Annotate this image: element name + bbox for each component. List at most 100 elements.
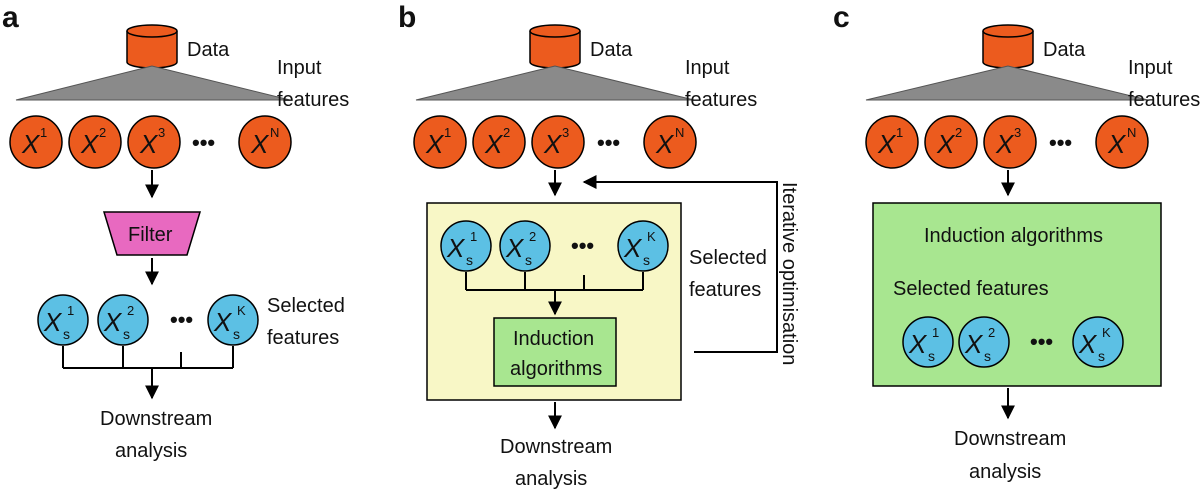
svg-text:s: s <box>63 326 70 342</box>
svg-text:1: 1 <box>896 125 903 140</box>
svg-text:X: X <box>446 233 466 263</box>
svg-text:3: 3 <box>562 125 569 140</box>
svg-text:s: s <box>643 252 650 268</box>
input-features-label-2: features <box>685 89 757 111</box>
ellipsis: ••• <box>1030 329 1053 354</box>
svg-text:s: s <box>233 326 240 342</box>
combine-connector <box>62 346 234 400</box>
induction-label-1: Induction <box>513 328 594 350</box>
input-feature: X N <box>643 115 697 169</box>
selected-features-label-2: features <box>689 279 761 301</box>
combine-connector <box>465 272 644 316</box>
database-icon <box>529 24 581 69</box>
filter-box: Filter <box>102 211 202 256</box>
svg-text:X: X <box>908 329 928 359</box>
selected-feature: X s 2 <box>958 316 1010 368</box>
svg-text:1: 1 <box>40 125 47 140</box>
selected-feature: X s K <box>1072 316 1124 368</box>
fan-out-triangle <box>15 65 291 101</box>
input-feature: X 3 <box>127 115 181 169</box>
ellipsis: ••• <box>170 307 193 332</box>
selected-features-label-1: Selected <box>689 247 767 269</box>
svg-text:2: 2 <box>529 229 536 244</box>
iterative-feedback-arrow <box>582 175 778 353</box>
input-feature: X 1 <box>865 115 919 169</box>
panel-letter-c: c <box>833 1 850 34</box>
svg-text:X: X <box>1107 129 1127 159</box>
selected-features-label: Selected features <box>893 278 1049 300</box>
svg-text:N: N <box>675 125 684 140</box>
svg-text:X: X <box>43 307 63 337</box>
svg-text:X: X <box>543 129 563 159</box>
svg-text:s: s <box>525 252 532 268</box>
svg-text:N: N <box>1127 125 1136 140</box>
fan-out-triangle <box>415 65 695 101</box>
svg-text:s: s <box>466 252 473 268</box>
downstream-label-2: analysis <box>115 440 187 462</box>
svg-text:2: 2 <box>988 325 995 340</box>
selected-feature: X s K <box>207 294 259 346</box>
fan-out-triangle <box>865 65 1149 101</box>
svg-text:X: X <box>484 129 504 159</box>
input-feature: X 1 <box>9 115 63 169</box>
svg-text:2: 2 <box>99 125 106 140</box>
selected-feature: X s K <box>617 220 669 272</box>
downstream-label-1: Downstream <box>100 408 212 430</box>
svg-text:2: 2 <box>503 125 510 140</box>
data-label: Data <box>187 39 230 61</box>
input-feature: X 3 <box>531 115 585 169</box>
induction-label-2: algorithms <box>510 358 602 380</box>
svg-text:X: X <box>505 233 525 263</box>
svg-text:X: X <box>936 129 956 159</box>
induction-label: Induction algorithms <box>924 225 1103 247</box>
selected-feature: X s 2 <box>499 220 551 272</box>
svg-text:X: X <box>655 129 675 159</box>
input-features-label-1: Input <box>1128 57 1173 79</box>
svg-text:2: 2 <box>127 303 134 318</box>
data-label: Data <box>1043 39 1086 61</box>
svg-text:X: X <box>80 129 100 159</box>
filter-label: Filter <box>128 224 173 246</box>
svg-text:X: X <box>425 129 445 159</box>
svg-text:K: K <box>647 229 656 244</box>
input-feature: X N <box>238 115 292 169</box>
input-features-label-2: features <box>1128 89 1200 111</box>
selected-feature: X s 1 <box>902 316 954 368</box>
downstream-label-2: analysis <box>515 468 587 490</box>
svg-text:X: X <box>1078 329 1098 359</box>
svg-text:2: 2 <box>955 125 962 140</box>
selected-feature: X s 1 <box>37 294 89 346</box>
selected-features-label-2: features <box>267 327 339 349</box>
svg-text:X: X <box>623 233 643 263</box>
ellipsis: ••• <box>1049 130 1072 155</box>
svg-text:K: K <box>1102 325 1111 340</box>
panel-letter-b: b <box>398 1 416 34</box>
input-feature: X 1 <box>413 115 467 169</box>
svg-text:1: 1 <box>932 325 939 340</box>
selected-feature: X s 2 <box>97 294 149 346</box>
svg-text:X: X <box>877 129 897 159</box>
iterative-optimisation-label: Iterative optimisation <box>778 182 800 365</box>
input-features-label-1: Input <box>685 57 730 79</box>
panel-b: b Data Input features X 1 X 2 X 3 ••• X … <box>398 1 800 490</box>
svg-text:X: X <box>995 129 1015 159</box>
svg-text:s: s <box>984 348 991 364</box>
panel-letter-a: a <box>2 1 19 34</box>
svg-text:s: s <box>1098 348 1105 364</box>
data-label: Data <box>590 39 633 61</box>
input-features-label-2: features <box>277 89 349 111</box>
svg-text:1: 1 <box>470 229 477 244</box>
panel-a: a Data Input features X 1 X 2 X 3 ••• <box>2 1 349 462</box>
downstream-label-1: Downstream <box>954 428 1066 450</box>
svg-text:3: 3 <box>158 125 165 140</box>
input-feature: X 2 <box>924 115 978 169</box>
input-feature: X 3 <box>983 115 1037 169</box>
svg-text:s: s <box>928 348 935 364</box>
ellipsis: ••• <box>192 130 215 155</box>
input-feature: X N <box>1095 115 1149 169</box>
downstream-label-1: Downstream <box>500 436 612 458</box>
induction-box: Induction algorithms <box>493 317 617 387</box>
panel-c: c Data Input features X 1 X 2 X 3 ••• X … <box>833 1 1200 483</box>
database-icon <box>982 24 1034 69</box>
